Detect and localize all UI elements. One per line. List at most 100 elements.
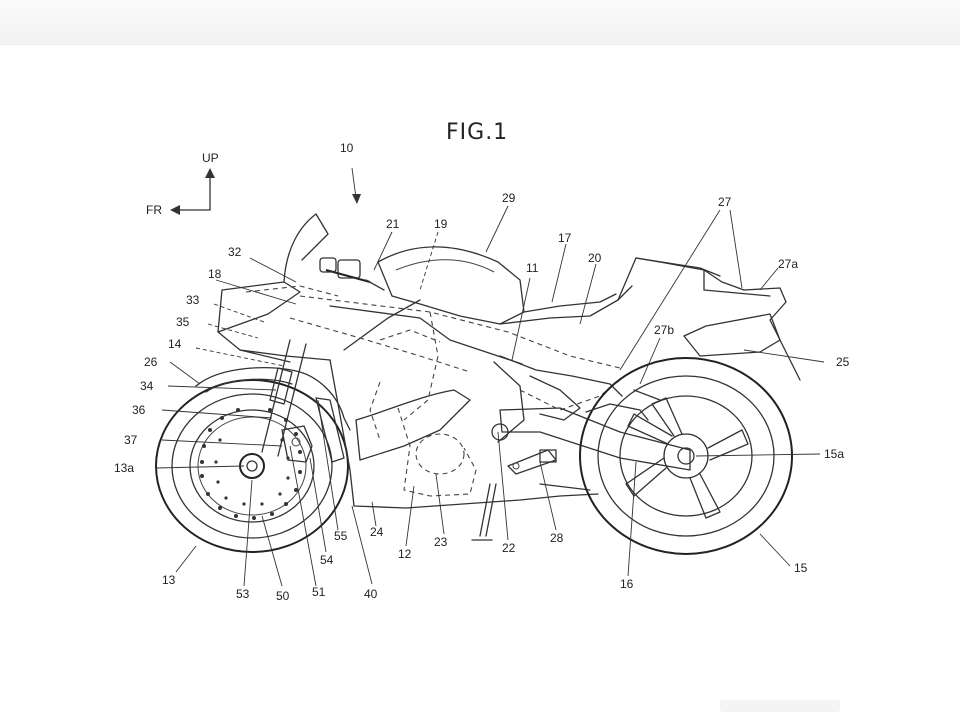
tail-cowl-upper-edge [635, 257, 721, 277]
leader-10 [351, 167, 357, 199]
side-cowl-panel [355, 389, 471, 461]
label-33: 33 [186, 293, 200, 307]
tail-cowl-side [703, 269, 771, 297]
under-cowl-lip [539, 483, 591, 491]
label-21: 21 [386, 217, 400, 231]
reference-labels: 10 21 19 29 17 20 11 27 27a 32 18 33 35 … [114, 141, 850, 603]
up-arrow-head [205, 168, 215, 178]
fork-slider [269, 367, 293, 405]
label-54: 54 [320, 553, 334, 567]
hidden-downtube [403, 311, 439, 421]
label-24: 24 [370, 525, 384, 539]
direction-indicator: UP FR [146, 151, 219, 217]
rear-tire-inner [597, 375, 775, 537]
label-27b: 27b [654, 323, 674, 337]
label-15a: 15a [824, 447, 844, 461]
label-35: 35 [176, 315, 190, 329]
front-tire-inner [171, 393, 333, 539]
frame-rear-bracket [529, 375, 581, 421]
side-stand-inner [479, 483, 491, 537]
label-27a: 27a [778, 257, 798, 271]
front-wheel [155, 379, 349, 553]
footpeg [512, 462, 520, 470]
label-12: 12 [398, 547, 412, 561]
up-label: UP [202, 151, 219, 165]
watermark-strip [720, 700, 840, 712]
label-20: 20 [588, 251, 602, 265]
label-55: 55 [334, 529, 348, 543]
label-40: 40 [364, 587, 378, 601]
front-disc-holes [200, 408, 302, 520]
front-brake-caliper [281, 425, 313, 463]
label-14: 14 [168, 337, 182, 351]
leader-lines [155, 167, 825, 587]
grip-left [319, 257, 337, 273]
exhaust-can [585, 403, 649, 421]
front-axle [246, 460, 258, 472]
label-53: 53 [236, 587, 250, 601]
label-13: 13 [162, 573, 176, 587]
label-50: 50 [276, 589, 290, 603]
front-fairing [217, 213, 599, 509]
front-disc-inner [197, 416, 307, 516]
label-17: 17 [558, 231, 572, 245]
rear-wheel [579, 357, 793, 555]
hidden-frame-upper [299, 295, 621, 369]
fuel-tank-crease [395, 259, 495, 273]
rear-spokes [625, 397, 749, 519]
label-23: 23 [434, 535, 448, 549]
figure-title: FIG.1 [446, 120, 508, 145]
rear-tire-outer [579, 357, 793, 555]
footrest-and-stand [471, 449, 557, 541]
under-cowl [405, 493, 599, 509]
label-22: 22 [502, 541, 516, 555]
frame-spar-lower [499, 355, 623, 397]
label-29: 29 [502, 191, 516, 205]
brake-pedal [539, 449, 557, 463]
seat-front [499, 285, 633, 325]
throttle-housing [337, 259, 361, 279]
handlebar [319, 257, 385, 291]
label-16: 16 [620, 577, 634, 591]
tail-cowl-top [617, 257, 745, 301]
rear-rim [619, 395, 753, 517]
seat-top [523, 293, 617, 313]
label-28: 28 [550, 531, 564, 545]
windscreen-front [283, 213, 317, 283]
swing-arm [499, 407, 691, 471]
cowl-chin [217, 331, 291, 363]
fork-tube-front [261, 339, 291, 453]
label-26: 26 [144, 355, 158, 369]
front-brake-disc [189, 409, 315, 523]
front-label: FR [146, 203, 162, 217]
label-51: 51 [312, 585, 326, 599]
hidden-frame-lower [289, 317, 471, 373]
label-11: 11 [526, 261, 539, 275]
windscreen-top [301, 213, 329, 261]
label-34: 34 [140, 379, 154, 393]
label-19: 19 [434, 217, 448, 231]
label-13a: 13a [114, 461, 134, 475]
fuel-tank [377, 246, 525, 325]
label-27: 27 [718, 195, 732, 209]
lower-cowl-edge [239, 349, 331, 361]
label-10: 10 [340, 141, 354, 155]
hidden-headstock [245, 285, 339, 297]
label-18: 18 [208, 267, 222, 281]
hidden-airbox [379, 329, 441, 343]
hidden-radiator [369, 381, 381, 441]
hidden-crankcase [415, 433, 465, 475]
rear-fender [683, 313, 781, 357]
fork-tube-rear [277, 343, 307, 457]
rear-axle [677, 447, 695, 465]
label-15: 15 [794, 561, 808, 575]
front-fender-inner [205, 378, 293, 393]
frame-pivot-plate [493, 361, 525, 443]
front-arrow-head [170, 205, 180, 215]
label-32: 32 [228, 245, 242, 259]
side-stand [485, 483, 497, 537]
label-36: 36 [132, 403, 146, 417]
caliper-bolt [291, 437, 301, 447]
